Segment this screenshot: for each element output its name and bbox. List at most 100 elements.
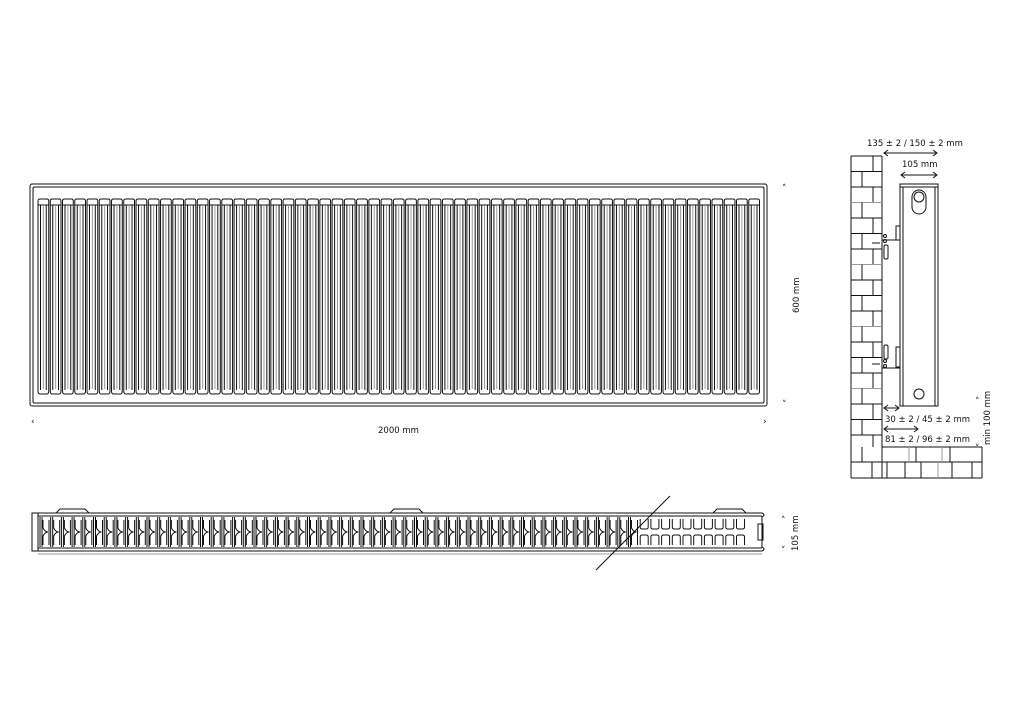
top-endcap-right [761,512,765,552]
fin [209,198,221,395]
fin [233,198,246,395]
fin [294,198,307,395]
arrow-down-icon: ˅ [975,444,980,454]
top-bump-left [55,508,90,514]
fin [441,198,454,395]
wall-gap-label: 135 ± 2 / 150 ± 2 mm [867,139,963,149]
fin [331,198,344,395]
fin [74,198,87,395]
fin [356,198,368,395]
top-bump-right [712,508,747,514]
front-inner-frame [32,186,765,404]
bracket-top [872,225,901,260]
width-label: 2000 mm [378,426,419,436]
top-bump-middle [389,508,424,514]
floor-clearance-label: min 100 mm [983,391,993,445]
bracket-offset-label: 30 ± 2 / 45 ± 2 mm [885,415,970,425]
fin [135,198,148,395]
fin [49,198,62,395]
fin [686,198,699,395]
fin [160,198,172,395]
fin [98,198,111,395]
arrow-down-icon: ˅ [782,400,787,410]
floor-clearance-dimension: ˄ ˅ min 100 mm [975,391,993,454]
radiator-depth-dimension: 105 mm [900,160,938,179]
total-offset-label: 81 ± 2 / 96 ± 2 mm [885,435,970,445]
fin [637,198,650,395]
front-view [29,183,768,407]
fin [711,198,724,395]
fin [625,198,638,395]
top-view-cells [39,517,745,547]
fin [515,198,528,395]
fin [662,198,675,395]
fin [564,198,577,395]
fin [258,198,270,395]
fin [613,198,626,395]
front-fins [37,198,760,395]
front-width-dimension: ‹ › 2000 mm [31,417,767,436]
fin [307,198,319,395]
fin [196,198,209,395]
height-label: 600 mm [792,278,802,314]
fin [466,198,479,395]
fin [503,198,515,395]
fin [527,198,540,395]
arrow-left-icon: ‹ [31,417,35,427]
fin [319,198,332,395]
total-offset-dimension: 81 ± 2 / 96 ± 2 mm [883,425,970,445]
arrow-up-icon: ˄ [781,516,786,526]
fin [380,198,393,395]
fin [748,198,760,395]
fin [270,198,283,395]
fin [392,198,405,395]
fin [147,198,160,395]
break-line [595,495,671,571]
depth-label: 105 mm [791,516,801,552]
bracket-bottom [872,344,901,369]
fin [576,198,589,395]
fin [221,198,234,395]
fin [723,198,736,395]
bracket-offset-dimension: 30 ± 2 / 45 ± 2 mm [883,404,970,425]
fin [650,198,662,395]
front-height-dimension: ˄ ˅ 600 mm [782,184,802,410]
fin [735,198,748,395]
arrow-up-icon: ˄ [782,184,787,194]
arrow-up-icon: ˄ [975,397,980,407]
fin [172,198,185,395]
side-view [850,155,983,479]
fin [454,198,466,395]
top-connection [911,189,927,215]
fin [674,198,687,395]
fin [86,198,99,395]
fin [123,198,136,395]
wall-gap-dimension: 135 ± 2 / 150 ± 2 mm [867,139,963,157]
fin [184,198,197,395]
top-view [31,495,765,571]
radiator-profile [899,183,939,407]
radiator-depth-label: 105 mm [902,160,938,170]
brick-wall [850,155,883,478]
fin [282,198,295,395]
fin [429,198,442,395]
fin [490,198,503,395]
fin [478,198,491,395]
bottom-connection [913,388,925,400]
fin [245,198,258,395]
fin [405,198,417,395]
front-outer-frame [29,183,768,407]
arrow-right-icon: › [763,417,767,427]
fin [368,198,381,395]
fin [588,198,601,395]
fin [552,198,564,395]
fin [601,198,613,395]
fin [343,198,356,395]
fin [111,198,123,395]
top-endcap-left [31,512,39,552]
fin [699,198,711,395]
top-depth-dimension: ˄ ˅ 105 mm [781,516,801,557]
brick-floor [851,446,983,479]
fin [539,198,552,395]
